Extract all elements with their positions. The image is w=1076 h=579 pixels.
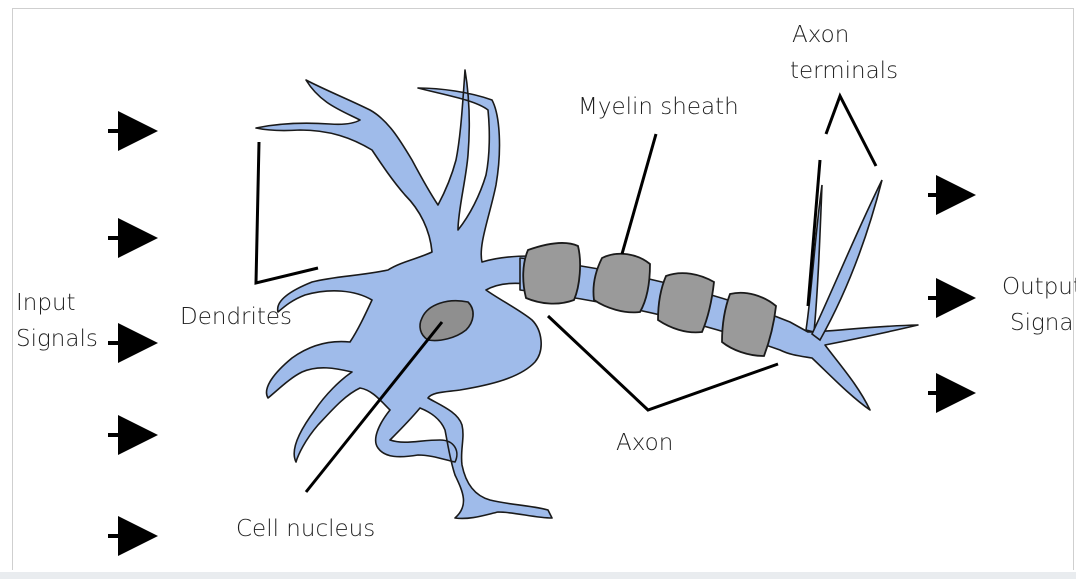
cell-nucleus-label: Cell nucleus (236, 516, 375, 542)
output-signals-label: Output (1002, 274, 1076, 300)
myelin-segment (658, 273, 714, 332)
dendrites-callout (256, 142, 318, 283)
output-signals-label-line2: Signals (1010, 310, 1076, 336)
input-signals-label: Input (16, 290, 76, 316)
neuron-body (256, 70, 552, 518)
output-arrows (928, 195, 968, 393)
axon-terminals-callout (826, 96, 876, 166)
axon-terminal-branch (806, 185, 822, 332)
axon-label: Axon (616, 430, 673, 456)
axon-terminal-branch (812, 180, 882, 340)
axon-terminals-label: Axon (792, 22, 849, 48)
myelin-callout (622, 134, 656, 254)
input-signals-label-line2: Signals (16, 326, 98, 352)
axon-terminals-label-line2: terminals (790, 58, 898, 84)
dendrites-label: Dendrites (180, 304, 292, 330)
myelin-segment (722, 293, 776, 356)
myelin-segment (593, 254, 650, 313)
input-arrows (108, 131, 150, 536)
myelin-sheath-label: Myelin sheath (578, 94, 739, 120)
neuron (256, 70, 918, 518)
myelin-segment (523, 243, 580, 304)
